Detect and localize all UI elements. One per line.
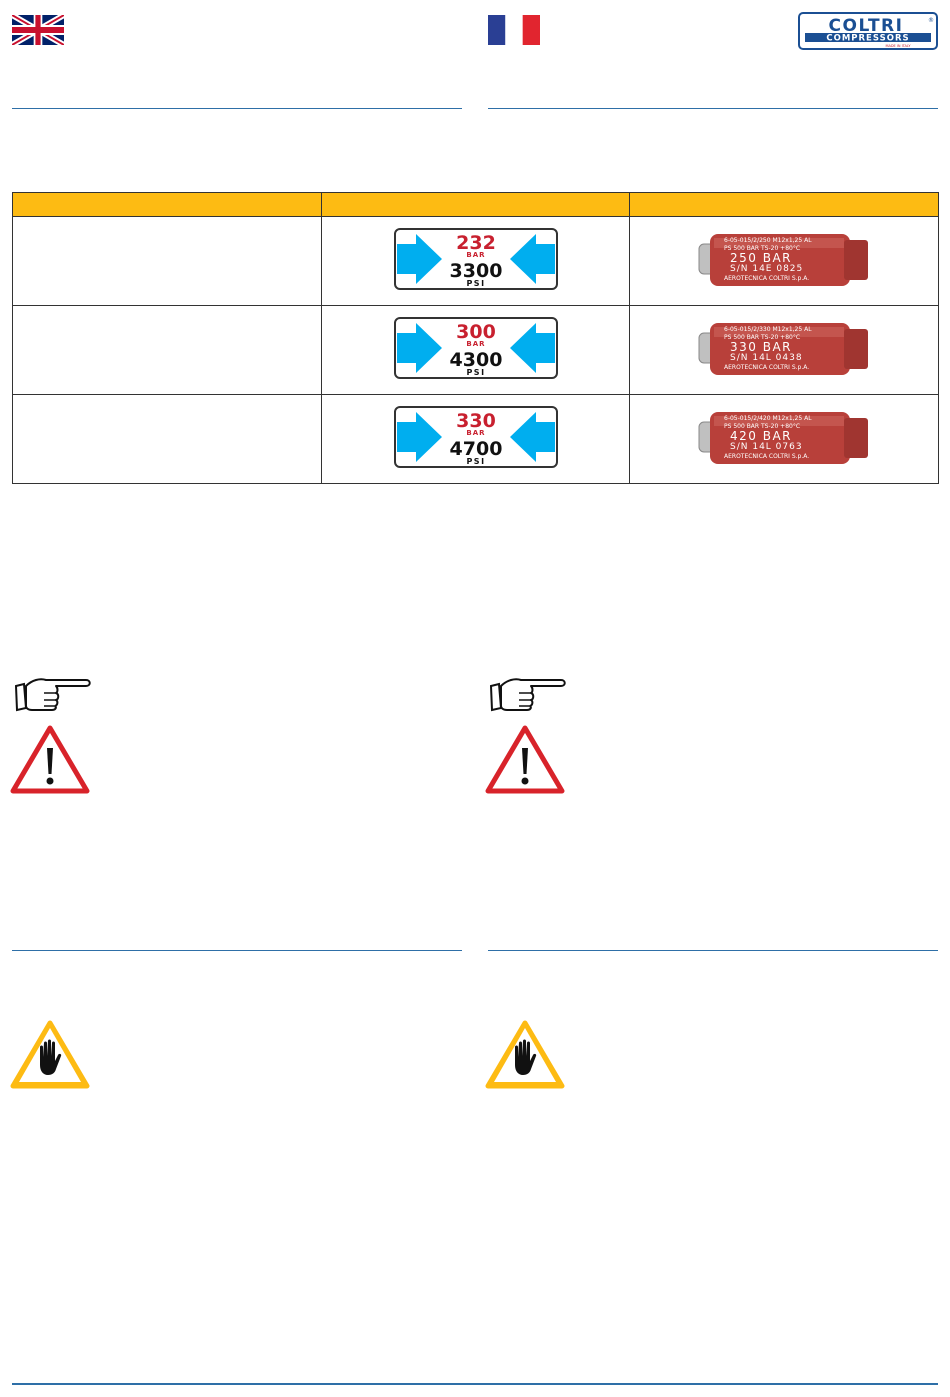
arrow-right-icon <box>396 411 442 462</box>
psi-value: 4700 <box>449 438 502 460</box>
table-header-cell <box>629 192 939 217</box>
pressure-label-cell: 232 BAR 3300 PSI <box>321 216 630 306</box>
bar-value: 300 <box>456 321 496 343</box>
table-row: 330 BAR 4700 PSI 6-05-015/2/420 M12x1,25… <box>12 394 939 484</box>
psi-value: 3300 <box>449 260 502 282</box>
psi-unit: PSI <box>466 368 485 377</box>
logo-brand: COLTRI <box>829 16 904 36</box>
arrow-right-icon <box>396 233 442 284</box>
bar-unit: BAR <box>466 340 485 348</box>
valve-image-cell: 6-05-015/2/250 M12x1,25 AL PS 500 BAR TS… <box>629 216 939 306</box>
bar-value: 232 <box>456 232 496 254</box>
arrow-left-icon <box>509 233 555 284</box>
pressure-label: 232 BAR 3300 PSI <box>393 227 558 290</box>
pressure-label: 300 BAR 4300 PSI <box>393 316 558 379</box>
engraving-line: 6-05-015/2/330 M12x1,25 AL <box>724 326 812 333</box>
engraving-line: 6-05-015/2/250 M12x1,25 AL <box>724 237 812 244</box>
stop-hand-icon <box>485 1020 565 1089</box>
description-cell <box>12 305 322 395</box>
arrow-left-icon <box>509 411 555 462</box>
engraving-line: 6-05-015/2/420 M12x1,25 AL <box>724 415 812 422</box>
stop-hand-icon <box>10 1020 90 1089</box>
rule-middle-right <box>488 950 938 951</box>
coltri-logo: COLTRI ® COMPRESSORS MADE IN ITALY <box>798 12 938 50</box>
logo-sub: COMPRESSORS <box>826 34 909 44</box>
rule-middle-left <box>12 950 462 951</box>
pressure-label-cell: 330 BAR 4700 PSI <box>321 394 630 484</box>
logo-registered: ® <box>928 17 934 24</box>
warning-triangle-icon <box>10 725 90 794</box>
engraving-pressure: 420 BAR <box>730 429 792 443</box>
pointing-hand-icon <box>14 678 91 712</box>
psi-unit: PSI <box>466 279 485 288</box>
footer-rule <box>12 1383 938 1385</box>
engraving-line: PS 500 BAR TS-20 +80°C <box>724 334 800 341</box>
table-header-row <box>12 192 939 217</box>
engraving-line: PS 500 BAR TS-20 +80°C <box>724 245 800 252</box>
bar-unit: BAR <box>466 429 485 437</box>
engraving-line: PS 500 BAR TS-20 +80°C <box>724 423 800 430</box>
table-header-cell <box>321 192 630 217</box>
engraving-serial: S/N 14L 0438 <box>730 353 803 363</box>
arrow-right-icon <box>396 322 442 373</box>
pressure-label-cell: 300 BAR 4300 PSI <box>321 305 630 395</box>
pointing-hand-icon <box>489 678 566 712</box>
engraving-serial: S/N 14E 0825 <box>730 264 803 274</box>
pressure-label: 330 BAR 4700 PSI <box>393 405 558 468</box>
psi-value: 4300 <box>449 349 502 371</box>
valve-table: 232 BAR 3300 PSI 6-05-015/2/250 M12x1,25… <box>12 192 939 484</box>
bar-unit: BAR <box>466 251 485 259</box>
rule-top-right <box>488 108 938 109</box>
safety-valve-image: 6-05-015/2/330 M12x1,25 AL PS 500 BAR TS… <box>698 322 868 375</box>
rule-top-left <box>12 108 462 109</box>
psi-unit: PSI <box>466 457 485 466</box>
warning-triangle-icon <box>485 725 565 794</box>
safety-valve-image: 6-05-015/2/420 M12x1,25 AL PS 500 BAR TS… <box>698 411 868 464</box>
description-cell <box>12 394 322 484</box>
engraving-serial: S/N 14L 0763 <box>730 442 803 452</box>
valve-image-cell: 6-05-015/2/330 M12x1,25 AL PS 500 BAR TS… <box>629 305 939 395</box>
valve-image-cell: 6-05-015/2/420 M12x1,25 AL PS 500 BAR TS… <box>629 394 939 484</box>
engraving-maker: AEROTECNICA COLTRI S.p.A. <box>724 275 809 282</box>
table-row: 300 BAR 4300 PSI 6-05-015/2/330 M12x1,25… <box>12 305 939 395</box>
engraving-maker: AEROTECNICA COLTRI S.p.A. <box>724 364 809 371</box>
bar-value: 330 <box>456 410 496 432</box>
uk-flag-icon <box>12 15 64 45</box>
logo-tagline: MADE IN ITALY <box>885 44 911 48</box>
safety-valve-image: 6-05-015/2/250 M12x1,25 AL PS 500 BAR TS… <box>698 233 868 286</box>
arrow-left-icon <box>509 322 555 373</box>
engraving-maker: AEROTECNICA COLTRI S.p.A. <box>724 453 809 460</box>
table-header-cell <box>12 192 322 217</box>
engraving-pressure: 330 BAR <box>730 340 792 354</box>
french-flag-icon <box>488 15 540 45</box>
table-row: 232 BAR 3300 PSI 6-05-015/2/250 M12x1,25… <box>12 216 939 306</box>
engraving-pressure: 250 BAR <box>730 251 792 265</box>
description-cell <box>12 216 322 306</box>
